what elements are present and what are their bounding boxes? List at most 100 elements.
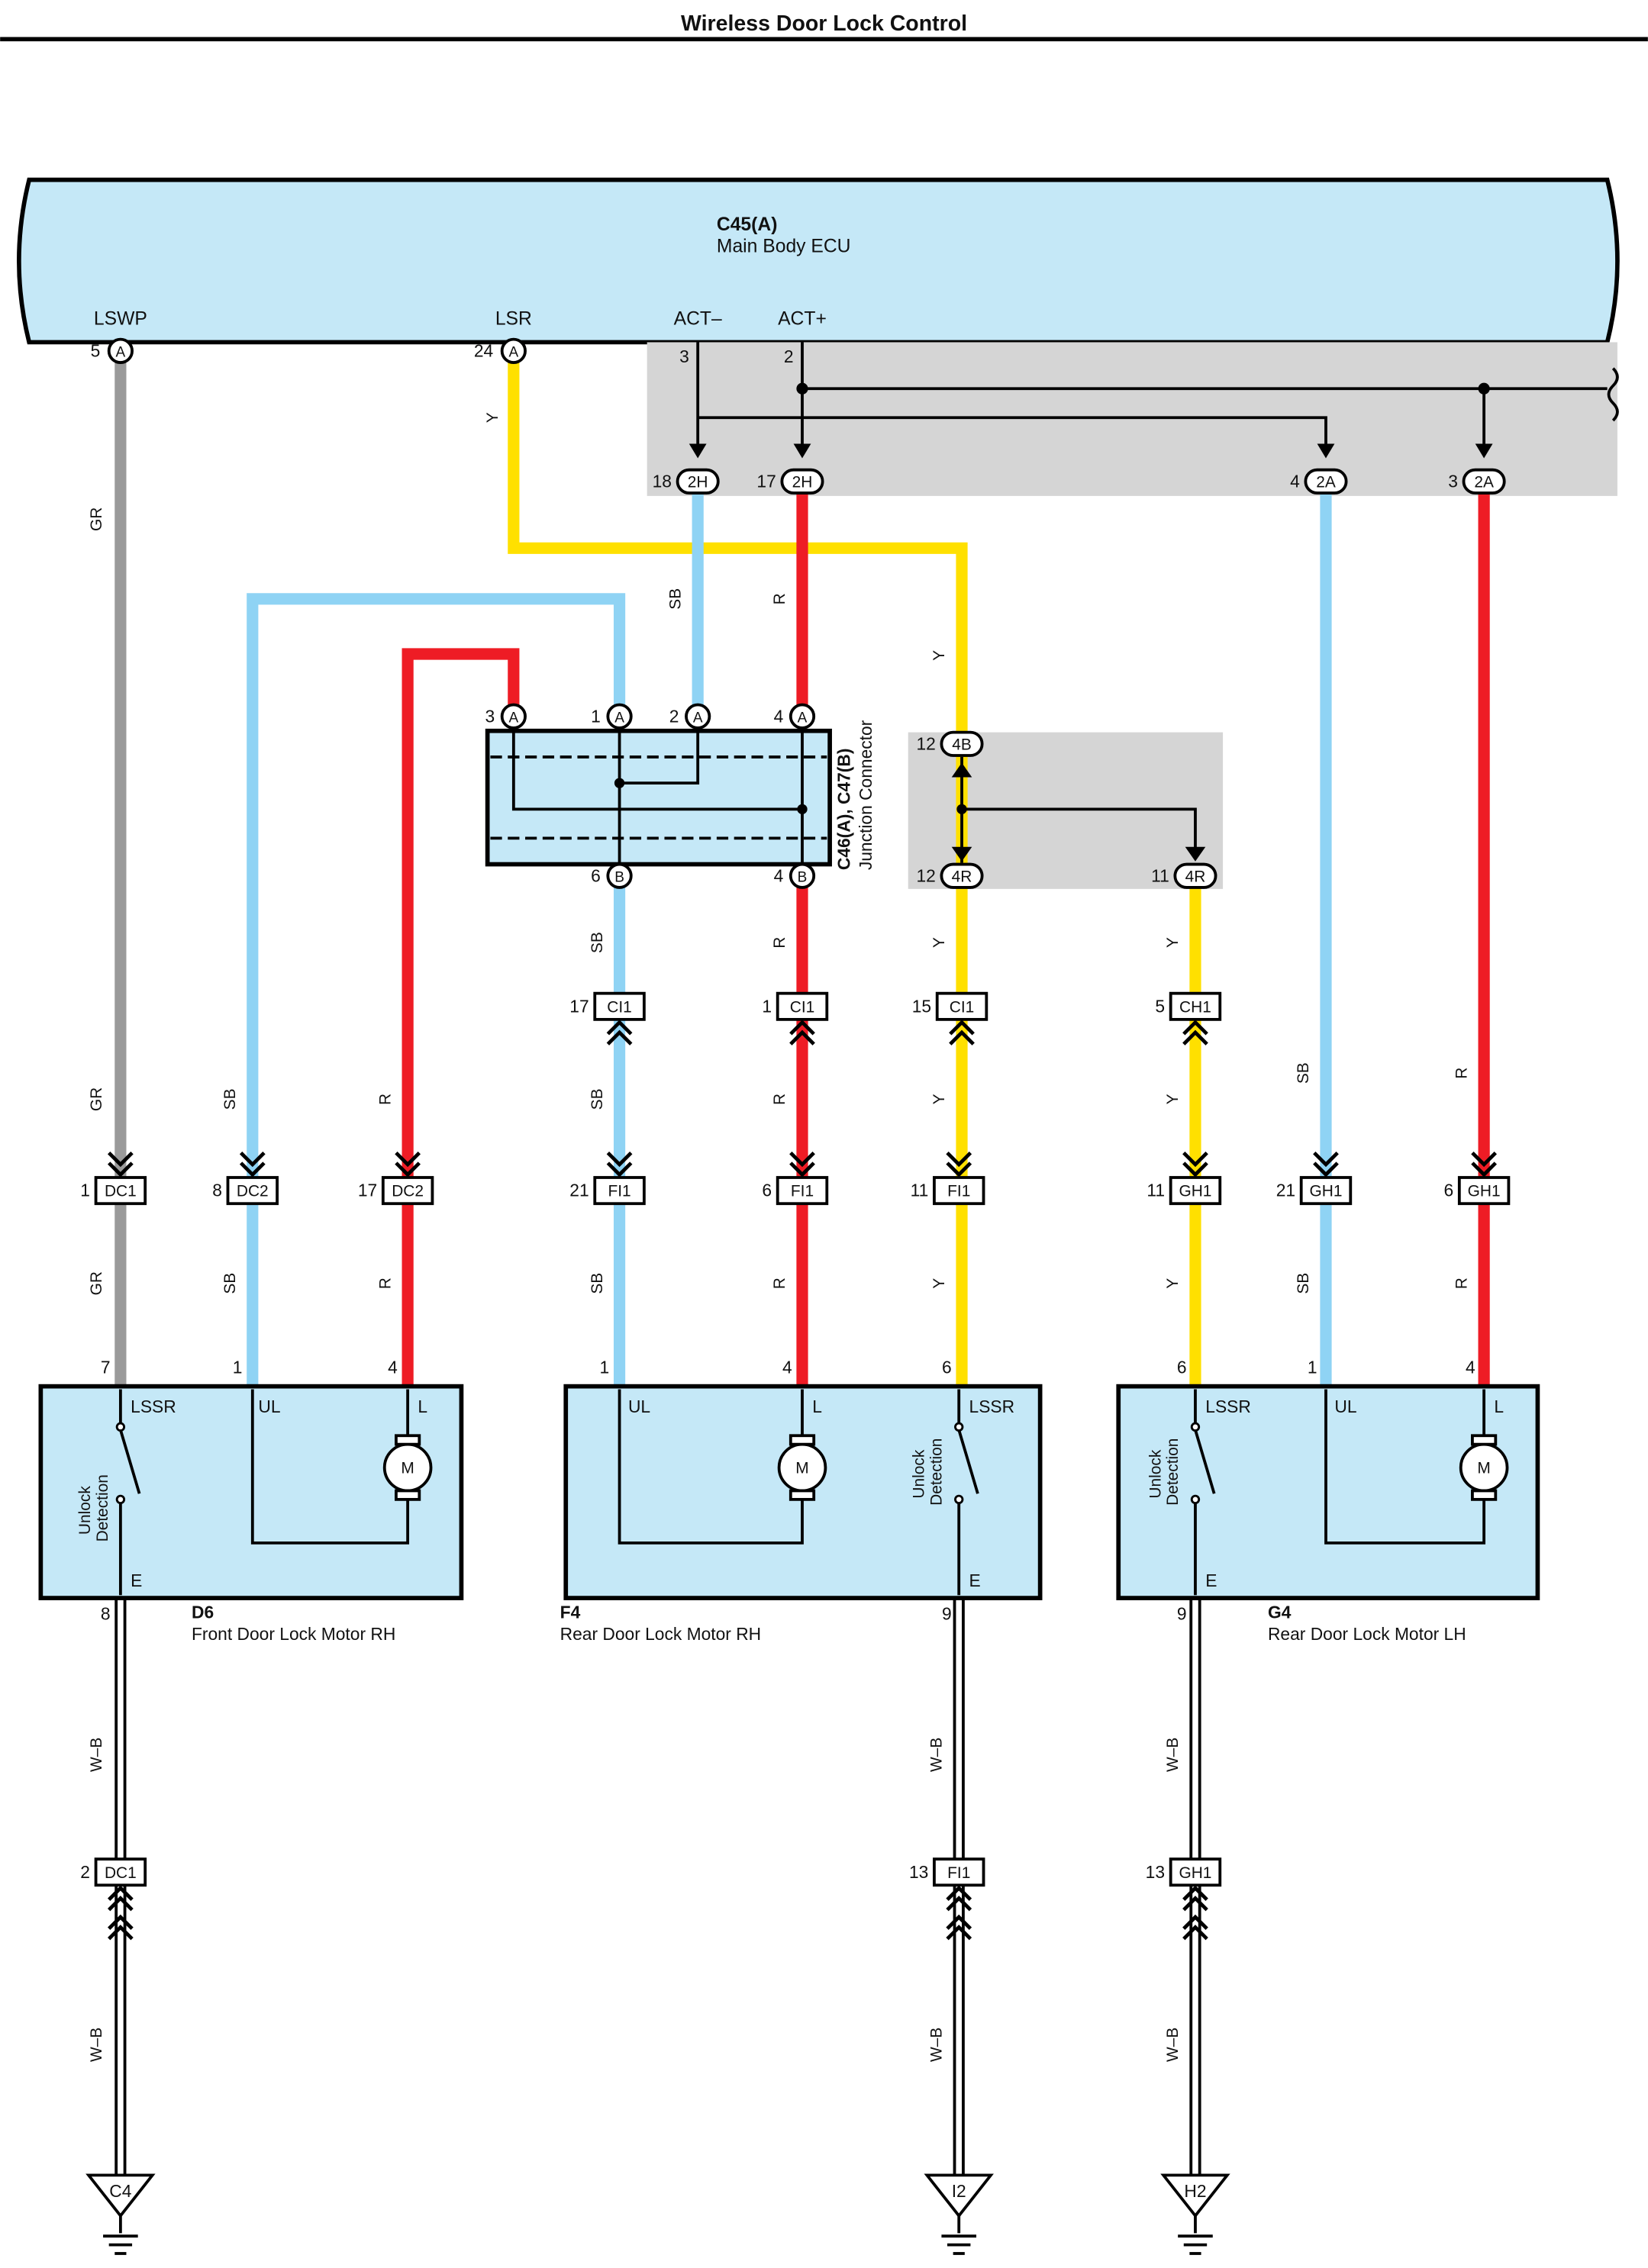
ground-code: C4 [109, 2181, 131, 2201]
connector-code: FI1 [791, 1183, 814, 1200]
ground-symbol: H2 [1160, 1914, 1230, 2255]
connector-box [381, 1176, 434, 1206]
box-connector: GH1 11 [1147, 1152, 1222, 1206]
d6-switch: Unlock Detection [76, 1474, 111, 1542]
connector-code: DC2 [237, 1183, 269, 1200]
junction-pin-1a [606, 703, 633, 730]
wire-color-label: Y [930, 1278, 948, 1289]
connector-arrow [949, 1020, 975, 1036]
connector-4b-12-code: 4B [952, 736, 972, 753]
wire-color-label: R [771, 937, 789, 949]
wire-color-label: GR [88, 507, 105, 531]
connector-arrow [1182, 1161, 1208, 1177]
connector-num: 13 [1146, 1862, 1165, 1882]
wire-color-label: SB [221, 1088, 239, 1110]
junction-internal [511, 727, 804, 868]
connector-arrow [1182, 1896, 1208, 1912]
d6-sw-dot-bot [115, 1494, 126, 1505]
connector-arrow [239, 1161, 266, 1177]
connector-box [1457, 1176, 1511, 1206]
connector-arrow [1471, 1161, 1497, 1177]
connector-arrow [1471, 1152, 1497, 1168]
connector-box [933, 1857, 985, 1887]
d6-motor-label: M [401, 1460, 414, 1477]
f4-e: E [969, 1571, 981, 1590]
connector-arrow [1182, 1152, 1208, 1168]
connector-arrow [107, 1885, 134, 1902]
g4-lssr: LSSR [1205, 1397, 1251, 1416]
ground-triangle [85, 2173, 156, 2218]
wire-sb-d6 [247, 593, 626, 1387]
g4-switch-l1: Unlock [1147, 1449, 1164, 1498]
ground-arrow [107, 1914, 134, 1931]
connector-num: 11 [1147, 1181, 1165, 1200]
connector-box [1169, 1857, 1222, 1887]
junction-pin-1a-num: 1 [591, 706, 601, 726]
junction-pin-1a-conn: A [614, 710, 624, 726]
ecu-pin-label-act-plus: ACT+ [778, 309, 827, 330]
junction-pin-2a [685, 703, 711, 730]
f4-pin-4: 4 [782, 1358, 792, 1377]
ground-triangle [1160, 2173, 1230, 2218]
motor-g4: LSSR UL L E Unlock Detection M 6 1 4 9 G… [1116, 1358, 1540, 1644]
ground-code: H2 [1184, 2181, 1206, 2201]
wire-color-label: Y [1164, 1094, 1182, 1104]
connector-code: GH1 [1179, 1183, 1211, 1200]
d6-ul: UL [258, 1397, 280, 1416]
ecu-id: C45(A) [717, 214, 778, 235]
connector-arrow [946, 1152, 972, 1168]
connector-2a-3 [1462, 468, 1506, 495]
ground-triangle [924, 2173, 994, 2218]
d6-sw-blade [119, 1429, 141, 1494]
g4-sw-blade [1194, 1429, 1216, 1494]
f4-sw-dot-top [954, 1422, 964, 1432]
act-minus-branch [698, 416, 1327, 450]
connector-2a-4-num: 4 [1290, 471, 1300, 491]
g4-sw-dot-top [1190, 1422, 1201, 1432]
g4-switch: Unlock Detection [1147, 1438, 1182, 1506]
connector-arrow [1313, 1161, 1339, 1177]
d6-pin-7: 7 [101, 1358, 111, 1377]
connector-box [1299, 1176, 1353, 1206]
g4-ul-line [1324, 1389, 1486, 1545]
connector-box [1169, 991, 1222, 1021]
f4-pin-6: 6 [942, 1358, 952, 1377]
f4-sw-blade [957, 1429, 979, 1494]
d6-pin-8: 8 [101, 1604, 111, 1624]
connector-4r-12-code: 4R [952, 868, 972, 885]
wire-color-label: R [1453, 1068, 1470, 1079]
connector-2h-18-code: 2H [688, 473, 708, 491]
connector-num: 5 [1155, 996, 1165, 1016]
arrow-2a-3 [1475, 443, 1493, 459]
connector-num: 21 [569, 1181, 589, 1200]
wire-color-label: SB [589, 932, 606, 953]
connector-box [1169, 1176, 1222, 1206]
arrow-2h-17 [793, 443, 811, 459]
d6-l: L [418, 1397, 427, 1416]
wire-color-label: SB [589, 1088, 606, 1110]
f4-switch-l1: Unlock [911, 1449, 928, 1498]
d6-lssr: LSSR [131, 1397, 176, 1416]
connector-num: 13 [909, 1862, 928, 1882]
wire-color-label: W–B [88, 2028, 105, 2062]
connector-arrow [789, 1161, 815, 1177]
connector-arrow [789, 1020, 815, 1036]
ground-arrow [1182, 1914, 1208, 1931]
junction-name: Junction Connector [856, 720, 876, 870]
connector-4b-12 [940, 730, 984, 757]
connector-2h-17-num: 17 [756, 471, 776, 491]
ecu-pin-label-act-minus: ACT– [674, 309, 722, 330]
connector-code: FI1 [947, 1183, 970, 1200]
wire-color-label: R [771, 593, 789, 604]
connector-arrow [1182, 1020, 1208, 1036]
connector-arrow [395, 1161, 421, 1177]
